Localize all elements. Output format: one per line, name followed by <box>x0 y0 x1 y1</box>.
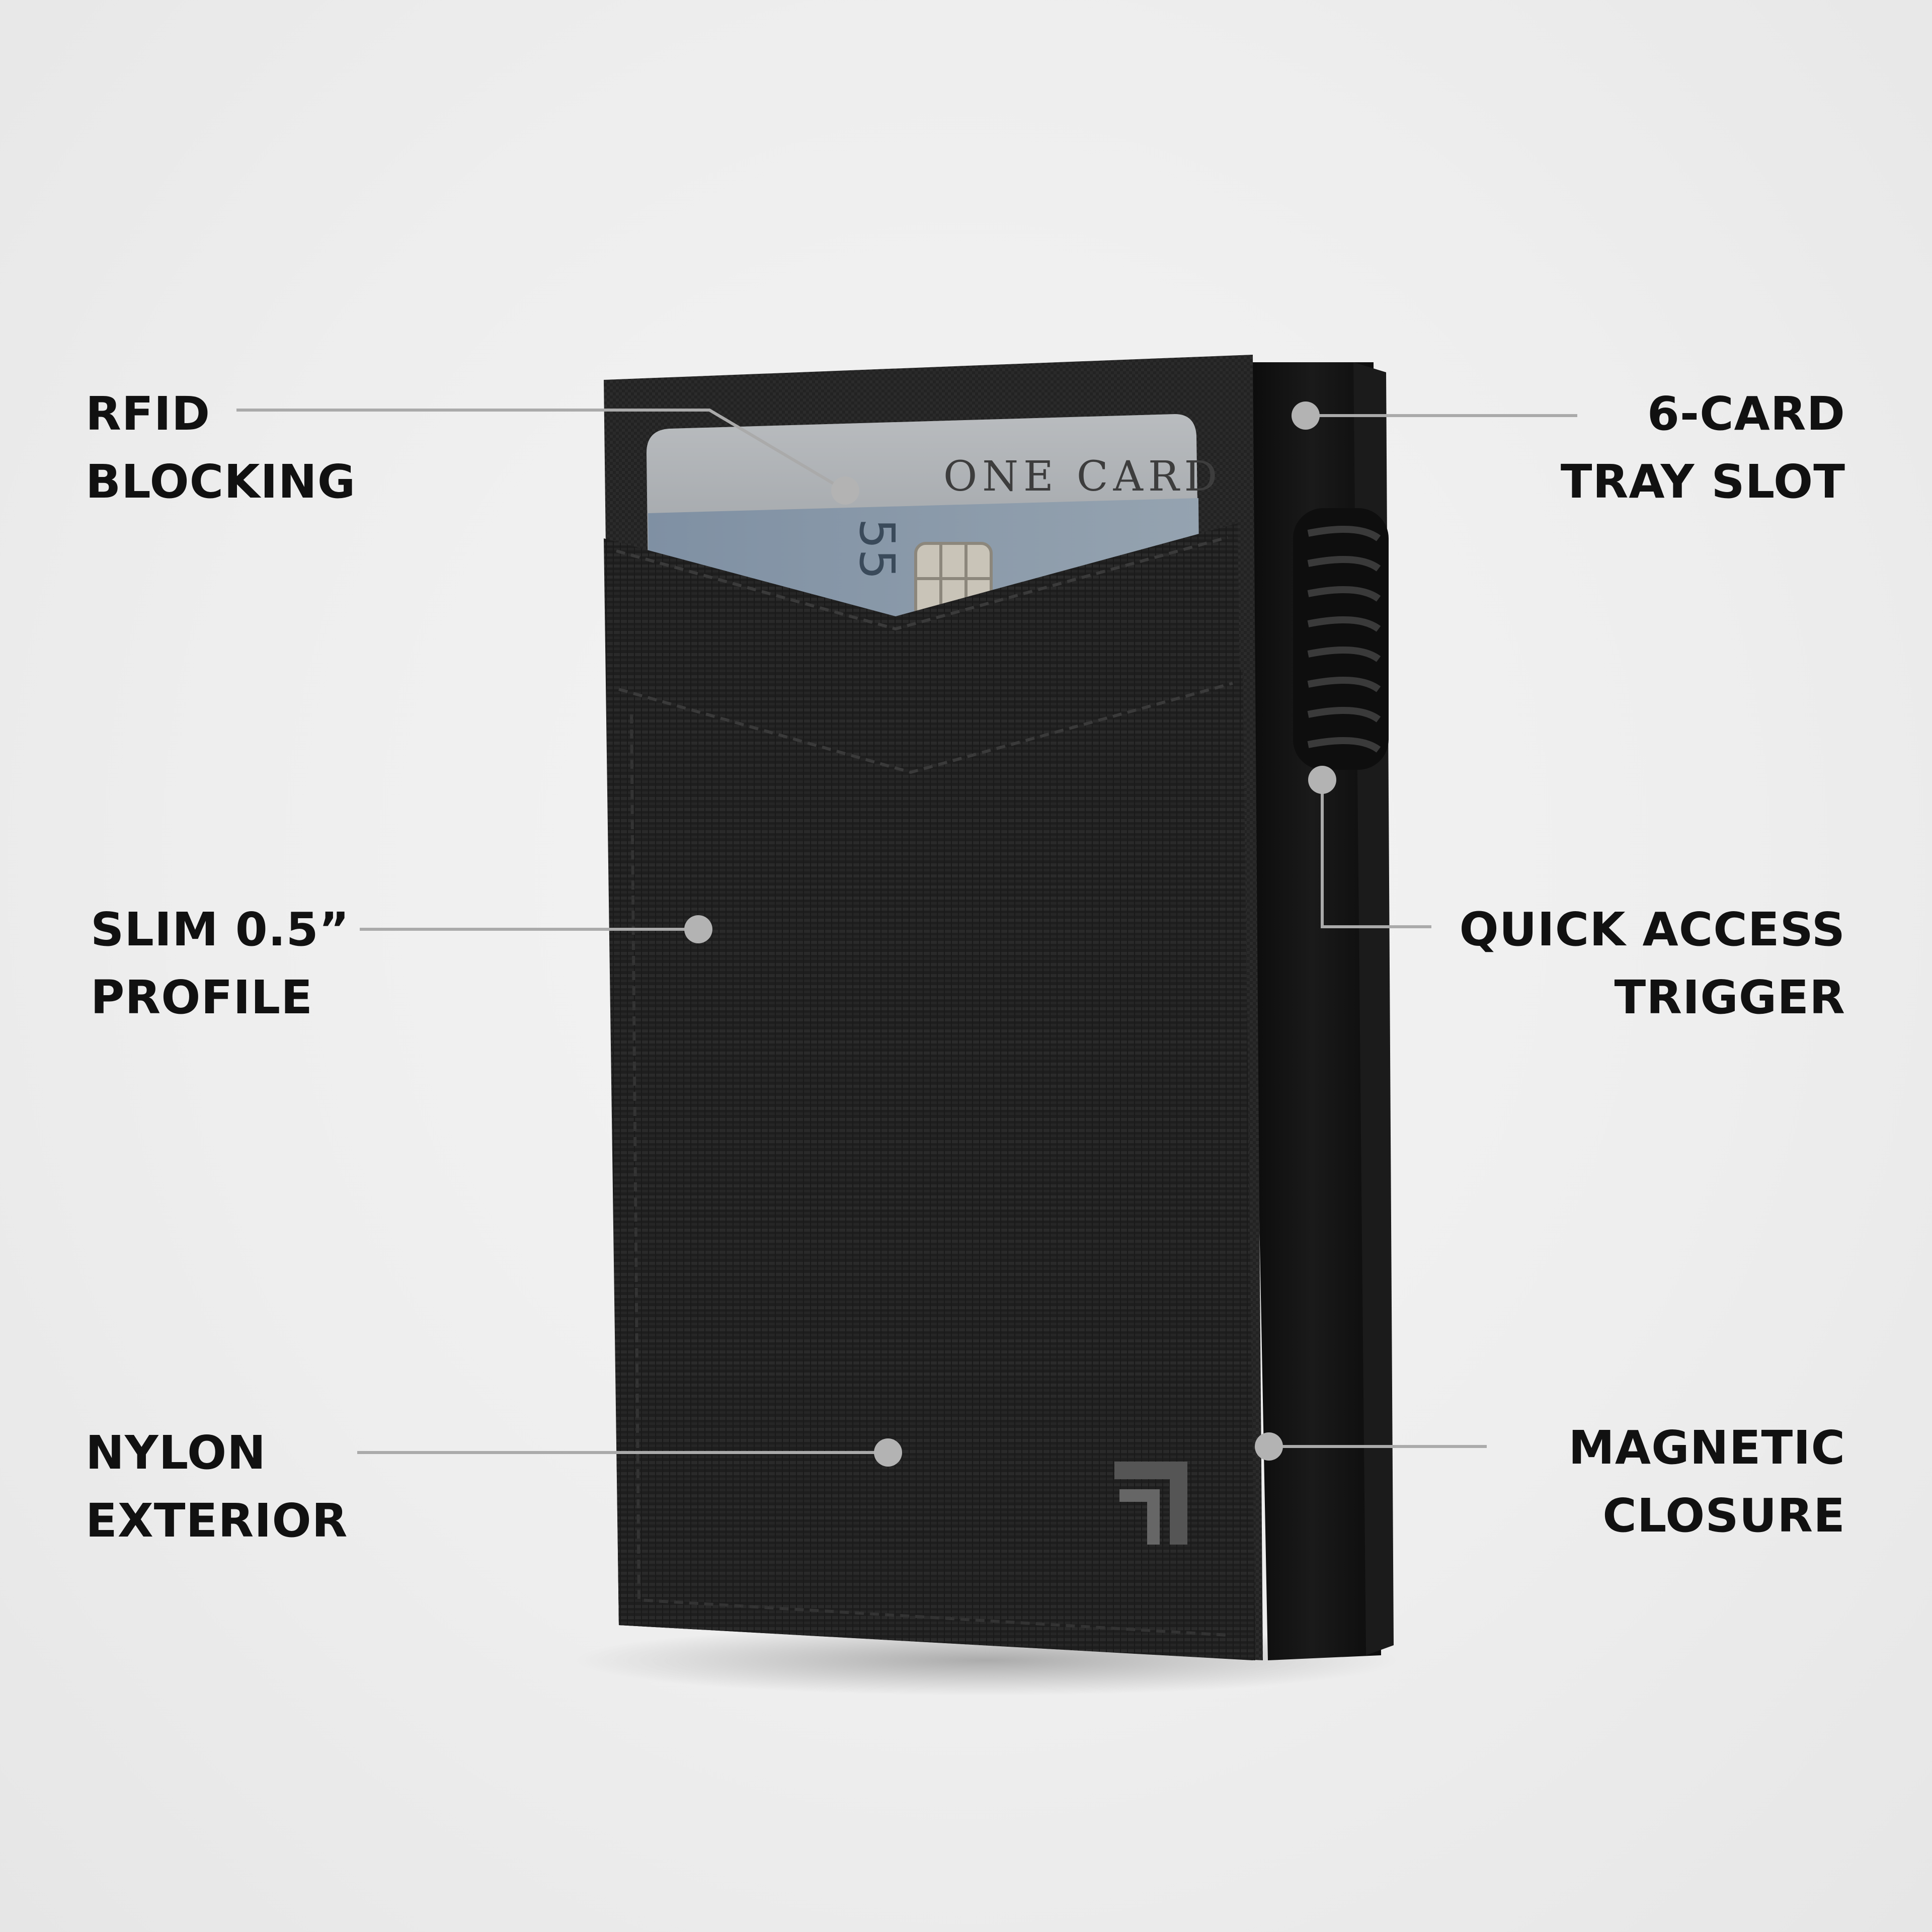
rfid-line-1: RFID <box>86 387 211 441</box>
nylon-line-1: NYLON <box>86 1426 267 1480</box>
rfid-leader-line <box>236 409 846 492</box>
trigger-line-2: TRIGGER <box>1614 971 1845 1024</box>
nylon-dot <box>874 1438 902 1467</box>
tray-line-1: 6-CARD <box>1647 387 1845 441</box>
card-digits-text: 55 <box>849 518 905 580</box>
magnetic-dot <box>1255 1432 1283 1461</box>
tray-callout: 6-CARD TRAY SLOT <box>1561 380 1845 516</box>
lower-card-pocket <box>606 669 1255 1660</box>
nylon-line-2: EXTERIOR <box>86 1494 348 1548</box>
trigger-callout: QUICK ACCESS TRIGGER <box>1460 896 1845 1031</box>
slim-dot <box>684 915 712 943</box>
slim-line-2: PROFILE <box>91 971 313 1024</box>
magnetic-callout: MAGNETIC CLOSURE <box>1568 1414 1845 1550</box>
callout-dots <box>684 401 1336 1467</box>
magnetic-line-1: MAGNETIC <box>1568 1421 1845 1475</box>
brand-logo-icon <box>1114 1462 1187 1545</box>
leader-lines <box>236 409 1577 1454</box>
nylon-callout: NYLON EXTERIOR <box>86 1419 348 1555</box>
rfid-callout: RFID BLOCKING <box>86 380 356 516</box>
trigger-dot <box>1308 766 1336 794</box>
trigger-line-1: QUICK ACCESS <box>1459 903 1845 956</box>
card-brand-text: ONE CARD <box>943 453 1222 501</box>
slim-line-1: SLIM 0.5” <box>91 903 350 956</box>
tray-dot <box>1292 401 1320 430</box>
trigger-leader-line <box>1321 780 1431 928</box>
rfid-dot <box>831 476 859 505</box>
magnetic-line-2: CLOSURE <box>1602 1489 1845 1543</box>
tray-line-2: TRAY SLOT <box>1560 455 1845 509</box>
quick-access-trigger <box>1293 508 1389 770</box>
slim-callout: SLIM 0.5” PROFILE <box>91 896 350 1031</box>
rfid-line-2: BLOCKING <box>86 455 356 509</box>
